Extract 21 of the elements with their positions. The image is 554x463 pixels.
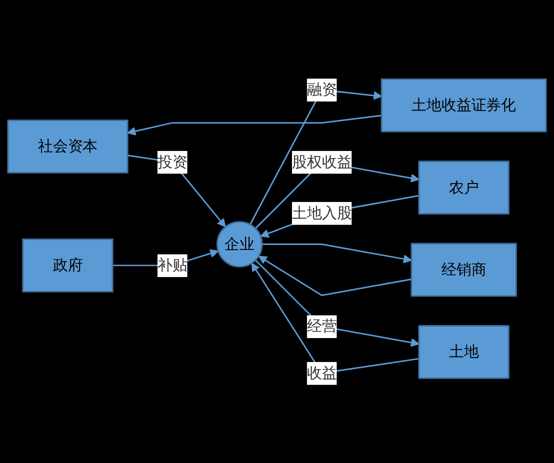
node-box: 经销商 bbox=[410, 242, 517, 297]
node-box: 土地收益证券化 bbox=[380, 78, 547, 132]
edge-label: 融资 bbox=[306, 80, 337, 99]
edge-label: 收益 bbox=[306, 364, 337, 382]
arrow bbox=[254, 260, 420, 347]
edge-label: 股权收益 bbox=[292, 152, 352, 171]
edge-label: 补贴 bbox=[157, 256, 188, 274]
node-box: 农户 bbox=[418, 160, 510, 214]
edge-label: 投资 bbox=[157, 152, 188, 171]
arrow bbox=[260, 194, 420, 238]
node-circle: 企业 bbox=[216, 221, 263, 268]
node-box: 土地 bbox=[418, 325, 510, 379]
edge-label: 土地入股 bbox=[292, 204, 352, 222]
arrow bbox=[262, 244, 412, 264]
node-box: 社会资本 bbox=[7, 120, 128, 174]
arrow bbox=[251, 262, 420, 374]
node-box: 政府 bbox=[22, 238, 114, 292]
arrow bbox=[127, 114, 382, 136]
edge-label: 经营 bbox=[306, 317, 337, 336]
arrow bbox=[250, 89, 382, 225]
arrow bbox=[258, 256, 412, 296]
